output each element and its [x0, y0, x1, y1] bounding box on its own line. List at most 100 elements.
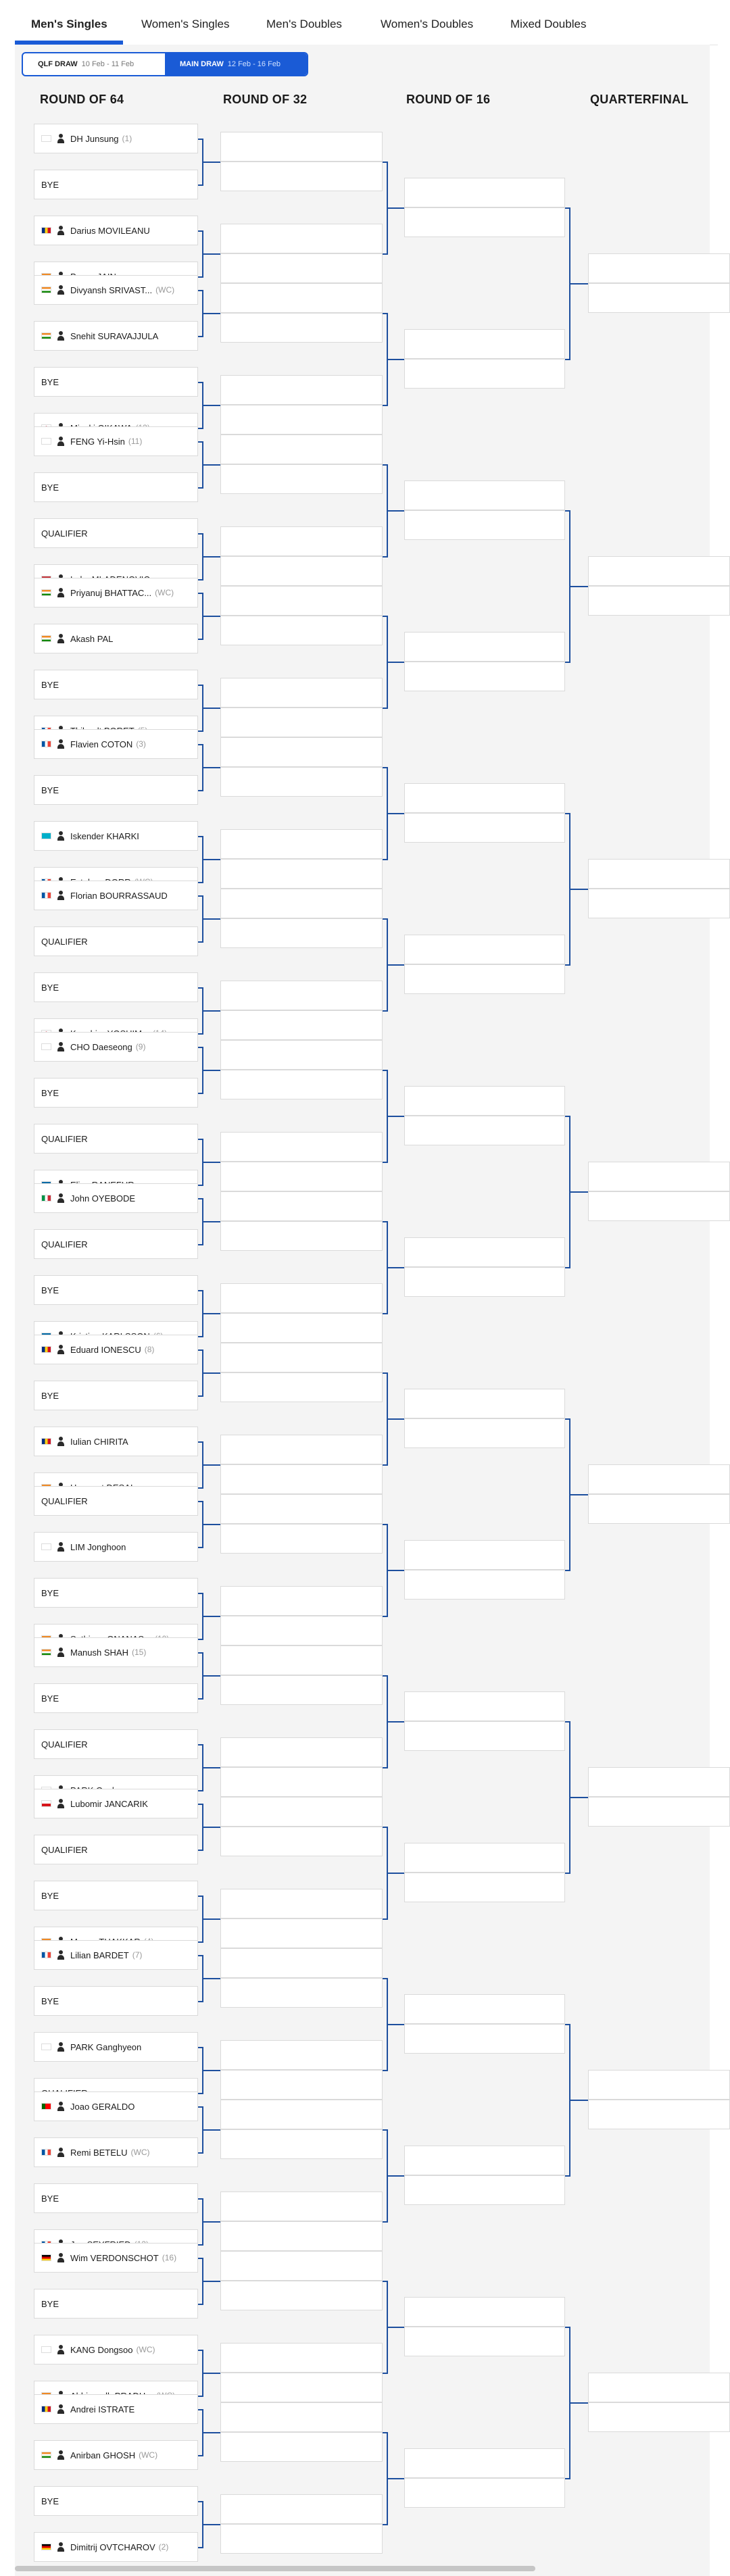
round32-match[interactable] — [220, 313, 383, 343]
player-row[interactable]: BYE — [34, 1986, 198, 2016]
round32-match[interactable] — [220, 981, 383, 1010]
round32-match[interactable] — [220, 1524, 383, 1554]
round16-match[interactable] — [404, 1843, 565, 1873]
tab-mens-doubles[interactable]: Men's Doubles — [266, 18, 342, 30]
quarterfinal-match[interactable] — [588, 859, 730, 889]
player-row[interactable]: QUALIFIER — [34, 1835, 198, 1864]
round32-match[interactable] — [220, 1283, 383, 1313]
player-row[interactable]: Lubomir JANCARIK — [34, 1789, 198, 1818]
round16-match[interactable] — [404, 632, 565, 662]
round32-match[interactable] — [220, 2251, 383, 2281]
round32-match[interactable] — [220, 918, 383, 948]
player-row[interactable]: BYE — [34, 1275, 198, 1305]
round32-match[interactable] — [220, 1675, 383, 1705]
player-row[interactable]: QUALIFIER — [34, 1229, 198, 1259]
quarterfinal-match[interactable] — [588, 889, 730, 918]
round16-match[interactable] — [404, 2175, 565, 2205]
quarterfinal-match[interactable] — [588, 1494, 730, 1524]
player-row[interactable]: BYE — [34, 2486, 198, 2516]
round32-match[interactable] — [220, 2373, 383, 2402]
round16-match[interactable] — [404, 1389, 565, 1418]
player-row[interactable]: LIM Jonghoon — [34, 1532, 198, 1562]
round32-match[interactable] — [220, 2432, 383, 2462]
round32-match[interactable] — [220, 2221, 383, 2251]
player-row[interactable]: CHO Daeseong(9) — [34, 1032, 198, 1062]
tab-womens-singles[interactable]: Women's Singles — [141, 18, 230, 30]
round32-match[interactable] — [220, 1827, 383, 1856]
round16-match[interactable] — [404, 178, 565, 207]
horizontal-scrollbar[interactable] — [15, 2566, 535, 2571]
tab-womens-doubles[interactable]: Women's Doubles — [381, 18, 474, 30]
player-row[interactable]: Joao GERALDO — [34, 2091, 198, 2121]
round16-match[interactable] — [404, 2146, 565, 2175]
round16-match[interactable] — [404, 1237, 565, 1267]
round32-match[interactable] — [220, 2070, 383, 2100]
round16-match[interactable] — [404, 935, 565, 964]
player-row[interactable]: QUALIFIER — [34, 1124, 198, 1154]
round16-match[interactable] — [404, 964, 565, 994]
round32-match[interactable] — [220, 767, 383, 797]
round32-match[interactable] — [220, 1010, 383, 1040]
player-row[interactable]: Iskender KHARKI — [34, 821, 198, 851]
player-row[interactable]: BYE — [34, 472, 198, 502]
round32-match[interactable] — [220, 253, 383, 283]
player-row[interactable]: Andrei ISTRATE — [34, 2394, 198, 2424]
round32-match[interactable] — [220, 1464, 383, 1494]
player-row[interactable]: QUALIFIER — [34, 926, 198, 956]
player-row[interactable]: BYE — [34, 775, 198, 805]
round32-match[interactable] — [220, 2524, 383, 2554]
player-row[interactable]: BYE — [34, 1881, 198, 1910]
round16-match[interactable] — [404, 510, 565, 540]
round32-match[interactable] — [220, 1918, 383, 1948]
round32-match[interactable] — [220, 556, 383, 586]
round32-match[interactable] — [220, 2402, 383, 2432]
round16-match[interactable] — [404, 1570, 565, 1600]
player-row[interactable]: Wim VERDONSCHOT(16) — [34, 2243, 198, 2273]
round32-match[interactable] — [220, 859, 383, 889]
round32-match[interactable] — [220, 132, 383, 162]
round32-match[interactable] — [220, 1586, 383, 1616]
tab-mens-singles[interactable]: Men's Singles — [31, 18, 107, 30]
round32-match[interactable] — [220, 1435, 383, 1464]
round32-match[interactable] — [220, 737, 383, 767]
round32-match[interactable] — [220, 708, 383, 737]
player-row[interactable]: KANG Dongsoo(WC) — [34, 2335, 198, 2364]
round16-match[interactable] — [404, 2448, 565, 2478]
round32-match[interactable] — [220, 283, 383, 313]
round32-match[interactable] — [220, 829, 383, 859]
round16-match[interactable] — [404, 2327, 565, 2356]
round16-match[interactable] — [404, 662, 565, 691]
player-row[interactable]: BYE — [34, 170, 198, 199]
player-row[interactable]: Flavien COTON(3) — [34, 729, 198, 759]
player-row[interactable]: QUALIFIER — [34, 1729, 198, 1759]
player-row[interactable]: Florian BOURRASSAUD — [34, 881, 198, 910]
round16-match[interactable] — [404, 1721, 565, 1751]
quarterfinal-match[interactable] — [588, 2402, 730, 2432]
quarterfinal-match[interactable] — [588, 1162, 730, 1191]
round32-match[interactable] — [220, 224, 383, 253]
round32-match[interactable] — [220, 2129, 383, 2159]
tab-mixed-doubles[interactable]: Mixed Doubles — [510, 18, 587, 30]
round16-match[interactable] — [404, 1691, 565, 1721]
player-row[interactable]: PARK Ganghyeon — [34, 2032, 198, 2062]
round16-match[interactable] — [404, 1116, 565, 1145]
player-row[interactable]: Dimitrij OVTCHAROV(2) — [34, 2532, 198, 2562]
quarterfinal-match[interactable] — [588, 586, 730, 616]
round16-match[interactable] — [404, 1540, 565, 1570]
player-row[interactable]: BYE — [34, 1578, 198, 1608]
round32-match[interactable] — [220, 2100, 383, 2129]
round32-match[interactable] — [220, 1343, 383, 1372]
round32-match[interactable] — [220, 586, 383, 616]
round16-match[interactable] — [404, 359, 565, 389]
round32-match[interactable] — [220, 375, 383, 405]
round16-match[interactable] — [404, 2297, 565, 2327]
round32-match[interactable] — [220, 1889, 383, 1918]
player-row[interactable]: BYE — [34, 2289, 198, 2319]
round16-match[interactable] — [404, 1873, 565, 1902]
round32-match[interactable] — [220, 1645, 383, 1675]
quarterfinal-match[interactable] — [588, 1191, 730, 1221]
round32-match[interactable] — [220, 1040, 383, 1070]
round32-match[interactable] — [220, 2040, 383, 2070]
